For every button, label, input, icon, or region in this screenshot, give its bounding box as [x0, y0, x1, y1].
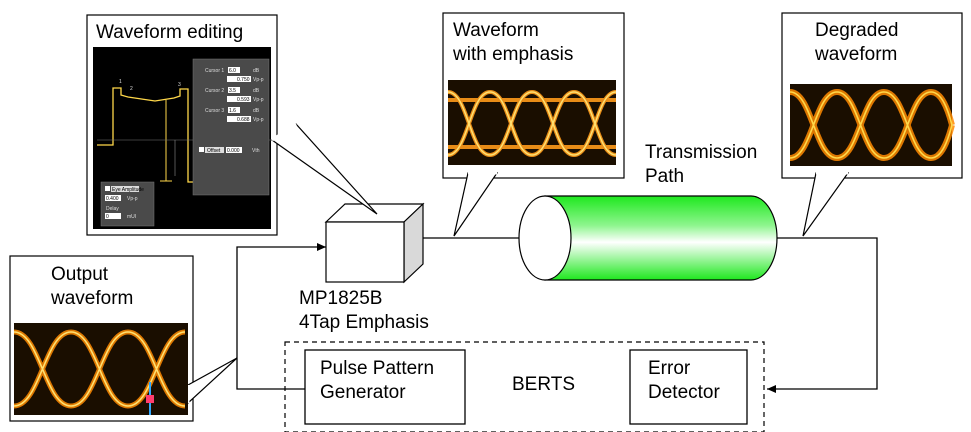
- transmission-label-line2: Path: [645, 166, 684, 187]
- berts-label: BERTS: [512, 374, 575, 395]
- emphasis-waveform-title-line2: with emphasis: [452, 44, 573, 65]
- cursor-1-label: Cursor 1: [205, 68, 224, 74]
- emphasis-device-cube[interactable]: [324, 202, 425, 284]
- offset-value: 0.000: [227, 148, 240, 154]
- cursor-2-value: 3.5: [229, 88, 236, 94]
- ppg-label-line2: Generator: [320, 382, 406, 403]
- output-waveform-title-line2: waveform: [50, 288, 133, 309]
- output-eye-diagram: [13, 323, 188, 415]
- emphasis-device-label-line1: MP1825B: [299, 288, 382, 309]
- delay-unit: mUI: [127, 214, 136, 220]
- delay-value: 0: [106, 214, 109, 220]
- transmission-label-line1: Transmission: [645, 142, 757, 163]
- cursor-1-amplitude: 0.750: [237, 77, 250, 83]
- waveform-editing-callout: Waveform editing 1 2 3 Cursor 1 6.0 dB 0…: [86, 14, 378, 236]
- cursor-1-unit: dB: [253, 68, 260, 74]
- offset-button[interactable]: [205, 147, 224, 153]
- berts-dashed-boundary: [284, 341, 765, 432]
- output-waveform-callout: Output waveform: [9, 255, 238, 422]
- cursor-1-input[interactable]: [228, 67, 240, 73]
- ppg-to-emphasis-line: [236, 243, 326, 390]
- waveform-editing-title: Waveform editing: [96, 22, 243, 43]
- edited-waveform-trace: [97, 87, 198, 183]
- eye-amplitude-input[interactable]: [105, 195, 121, 201]
- delay-input[interactable]: [105, 213, 121, 219]
- ed-label-line2: Detector: [648, 382, 720, 403]
- ed-label-line1: Error: [648, 358, 691, 379]
- degraded-waveform-title-line2: waveform: [814, 44, 897, 65]
- emphasis-eye-diagram: [447, 80, 617, 165]
- cursor-3-amplitude: 0.688: [237, 117, 250, 123]
- offset-label: Offset: [207, 148, 221, 154]
- cursor-2-input[interactable]: [228, 87, 240, 93]
- degraded-waveform-callout: Degraded waveform: [781, 12, 963, 237]
- eye-amplitude-button[interactable]: [111, 186, 139, 192]
- eye-amplitude-value: 0.400: [106, 196, 119, 202]
- cursor-2-unit: dB: [253, 88, 260, 94]
- output-cursor-marker: [146, 395, 154, 403]
- cursor-3-unit: dB: [253, 108, 260, 114]
- output-waveform-title-line1: Output: [51, 264, 109, 285]
- offset-unit: Vth: [252, 148, 260, 154]
- delay-label: Delay: [106, 206, 119, 212]
- ppg-label-line1: Pulse Pattern: [320, 358, 434, 379]
- emphasis-device-label-line2: 4Tap Emphasis: [299, 312, 429, 333]
- transmission-path-cable[interactable]: [518, 195, 778, 281]
- cursor-marker-1: 1: [119, 79, 122, 85]
- cursor-3-label: Cursor 3: [205, 108, 224, 114]
- cursor-3-input[interactable]: [228, 107, 240, 113]
- cursor-2-label: Cursor 2: [205, 88, 224, 94]
- cursor-1-amp-unit: Vp-p: [253, 77, 264, 83]
- cursor-2-amplitude: 0.593: [237, 97, 250, 103]
- degraded-eye-diagram: [789, 84, 955, 166]
- offset-input[interactable]: [226, 147, 242, 153]
- cursor-1-value: 6.0: [229, 68, 236, 74]
- cursor-2-amp-unit: Vp-p: [253, 97, 264, 103]
- eye-amplitude-unit: Vp-p: [127, 196, 138, 202]
- cursor-3-amp-unit: Vp-p: [253, 117, 264, 123]
- path-to-ed-line: [767, 237, 878, 393]
- waveform-editor-screen: 1 2 3 Cursor 1 6.0 dB 0.750 Vp-p Cursor …: [93, 47, 271, 229]
- eye-amplitude-label: Eye Amplitude: [112, 187, 144, 193]
- degraded-waveform-title-line1: Degraded: [815, 20, 898, 41]
- pulse-pattern-generator-box[interactable]: [304, 349, 466, 425]
- error-detector-box[interactable]: [629, 349, 748, 425]
- cursor-marker-3: 3: [178, 82, 181, 88]
- cursor-marker-2: 2: [130, 86, 133, 92]
- emphasis-waveform-callout: Waveform with emphasis: [442, 12, 625, 237]
- emphasis-waveform-title-line1: Waveform: [453, 20, 539, 41]
- cursor-3-value: 1.6: [229, 108, 236, 114]
